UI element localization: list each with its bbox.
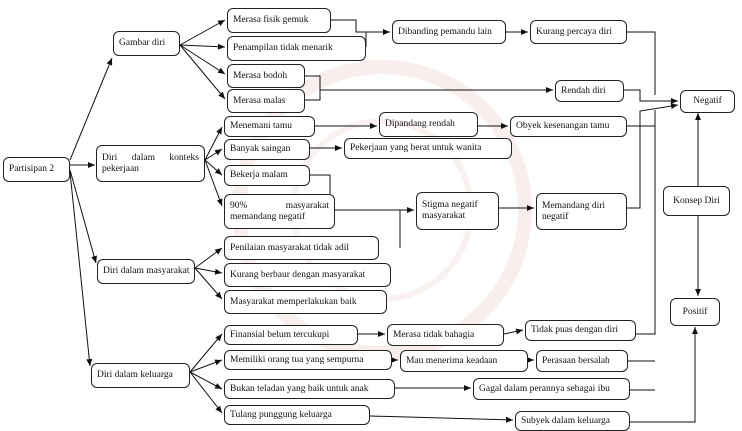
item-penilaian: Penilaian masyarakat tidak adil [224, 236, 379, 260]
item-orang-tua: Memiliki orang tua yang sempurna [224, 350, 392, 370]
item-kurang-berbaur: Kurang berbaur dengan masyarakat [224, 263, 391, 287]
item-tulang-punggung: Tulang punggung keluarga [224, 405, 370, 425]
effect-mau-menerima: Mau menerima keadaan [400, 350, 528, 372]
effect-perasaan-bersalah: Perasaan bersalah [536, 350, 628, 372]
effect-pekerjaan-berat: Pekerjaan yang berat untuk wanita [344, 138, 512, 159]
effect-obyek: Obyek kesenangan tamu [510, 116, 627, 137]
item-menemani-tamu: Menemani tamu [224, 116, 315, 137]
effect-kurang-percaya-diri: Kurang percaya diri [530, 20, 627, 44]
effect-dipandang-rendah: Dipandang rendah [379, 112, 478, 137]
item-banyak-saingan: Banyak saingan [224, 139, 310, 160]
item-bodoh: Merasa bodoh [227, 64, 305, 88]
item-penampilan: Penampilan tidak menarik [227, 36, 366, 61]
outcome-positif: Positif [670, 298, 720, 326]
item-memperlakukan-baik: Masyarakat memperlakukan baik [224, 290, 387, 314]
category-konteks-pekerjaan: Diri dalam konteks pekerjaan [96, 145, 205, 182]
outcome-negatif: Negatif [680, 90, 735, 113]
effect-tidak-bahagia: Merasa tidak bahagia [387, 324, 504, 346]
effect-rendah-diri: Rendah diri [555, 80, 624, 102]
item-teladan: Bukan teladan yang baik untuk anak [224, 379, 395, 399]
outcome-konsep-diri: Konsep Diri [663, 186, 730, 216]
edge-root-gambar [69, 57, 113, 161]
item-fisik-gemuk: Merasa fisik gemuk [227, 8, 331, 33]
item-masyarakat-negatif: 90% masyarakat memandang negatif [224, 194, 335, 229]
category-masyarakat: Diri dalam masyarakat [97, 259, 195, 284]
effect-subyek: Subyek dalam keluarga [515, 411, 630, 431]
item-bekerja-malam: Bekerja malam [224, 165, 310, 186]
category-gambar-diri: Gambar diri [113, 31, 180, 56]
item-finansial: Finansial belum tercukupi [224, 325, 358, 345]
effect-gagal: Gagal dalam perannya sebagai ibu [473, 378, 630, 400]
effect-tidak-puas: Tidak puas dengan diri [525, 320, 636, 341]
edge-root-keluarga [69, 171, 93, 367]
root-node: Partisipan 2 [3, 157, 70, 182]
effect-stigma: Stigma negatif masyarakat [416, 192, 499, 230]
category-keluarga: Diri dalam keluarga [91, 363, 190, 388]
item-malas: Merasa malas [227, 89, 305, 113]
edge-root-masyarakat [69, 169, 98, 264]
effect-memandang-diri: Memandang diri negatif [536, 193, 627, 230]
effect-dibanding: Dibanding pemandu lain [392, 20, 506, 44]
